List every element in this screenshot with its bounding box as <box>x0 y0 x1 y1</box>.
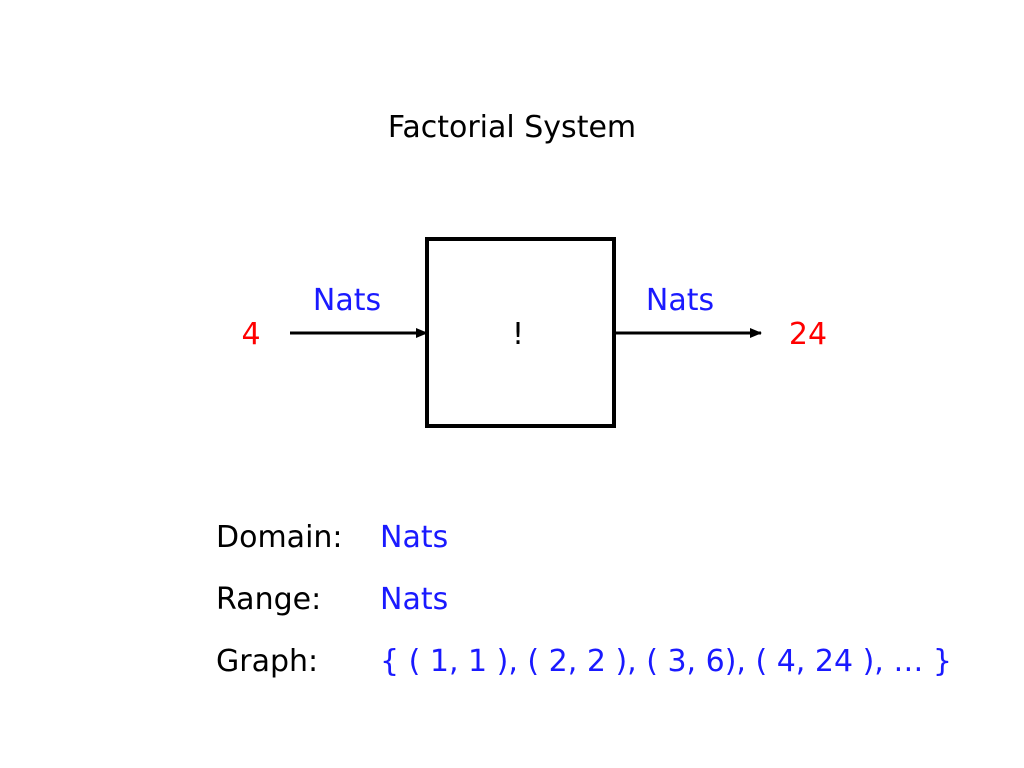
input-type-label: Nats <box>313 283 381 318</box>
input-value: 4 <box>241 317 260 352</box>
range-value: Nats <box>380 582 449 617</box>
domain-label: Domain: <box>216 520 343 555</box>
domain-value: Nats <box>380 520 449 555</box>
slide-title: Factorial System <box>387 110 637 145</box>
range-label: Range: <box>216 582 322 617</box>
output-value: 24 <box>789 317 827 352</box>
system-box-label: ! <box>512 317 524 352</box>
graph-label: Graph: <box>216 644 319 679</box>
output-type-label: Nats <box>646 283 714 318</box>
graph-value: { ( 1, 1 ), ( 2, 2 ), ( 3, 6), ( 4, 24 )… <box>380 644 952 679</box>
